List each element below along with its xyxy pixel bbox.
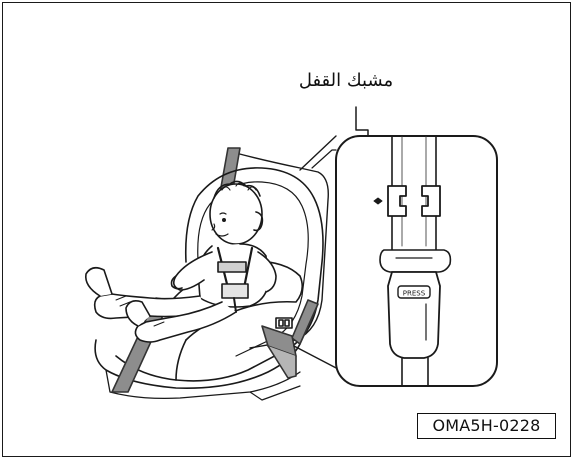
figure-code: OMA5H-0228	[417, 413, 556, 439]
zoom-connector-bottom	[294, 346, 340, 370]
locking-clip-label: مشبك القفل	[286, 70, 406, 91]
buckle-press-text: PRESS	[403, 290, 426, 298]
zoom-connector-top	[300, 136, 336, 170]
child-seat-scene	[86, 148, 336, 400]
zoom-inset: PRESS	[336, 136, 497, 386]
